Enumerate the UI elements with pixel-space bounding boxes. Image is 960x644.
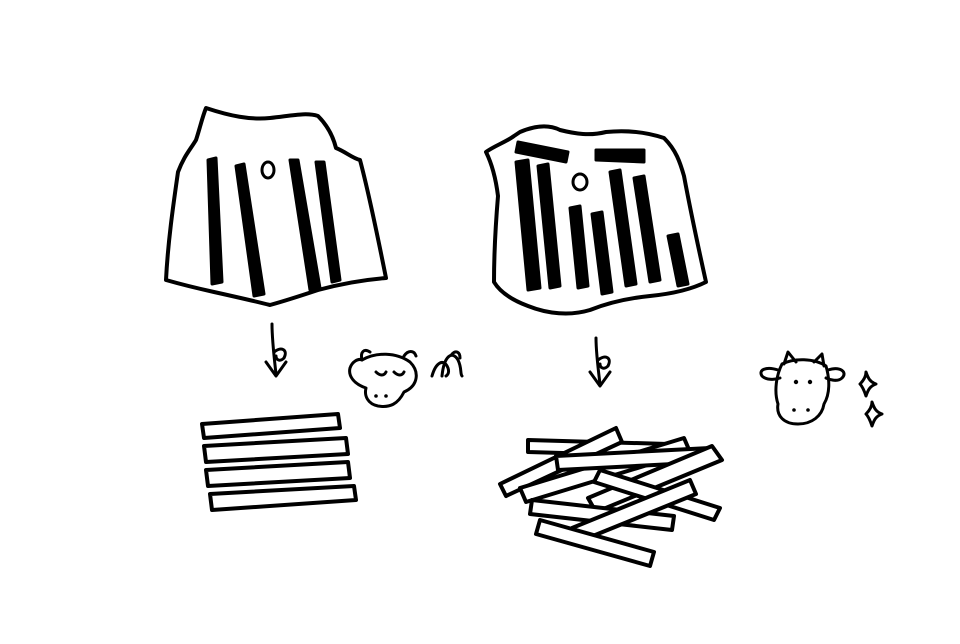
left-arrow	[264, 322, 288, 378]
right-bar-5	[608, 168, 638, 288]
right-bar-1	[514, 158, 542, 292]
cow-sleepy-ear-left	[360, 348, 372, 362]
cow-sleepy-eye-right	[392, 370, 406, 377]
right-top-bar-right	[594, 148, 646, 164]
messy-pile	[498, 426, 724, 568]
neat-stick-2	[202, 436, 350, 464]
cow-happy-ears	[759, 366, 846, 382]
left-bar-4	[314, 160, 342, 284]
left-bar-2	[234, 162, 266, 298]
left-arrow-head	[264, 360, 288, 378]
cow-happy-eye-right	[807, 379, 813, 385]
zzz-scribble-icon	[430, 350, 464, 378]
right-top-bar-left	[514, 140, 570, 164]
scribble-stroke-3	[450, 350, 462, 360]
left-bar-3	[288, 158, 322, 292]
left-ice-block-outline	[164, 106, 388, 307]
left-arrow-shaft	[270, 322, 278, 376]
cow-happy-nostril-right	[806, 408, 810, 412]
cow-sleepy-eye-left	[374, 370, 388, 377]
messy-stick-9	[534, 518, 656, 568]
cow-happy-icon	[759, 350, 846, 426]
right-bar-2	[536, 162, 562, 290]
sparkle-star-2	[864, 400, 884, 428]
cow-happy-horn-left	[782, 350, 798, 366]
right-arrow-loop	[596, 355, 611, 370]
left-bar-1	[206, 156, 224, 286]
cow-happy-head	[774, 358, 831, 426]
cow-sleepy-ear-right	[402, 350, 418, 358]
left-hole	[260, 160, 276, 180]
right-bar-4	[590, 210, 614, 296]
cow-happy-horn-right	[812, 352, 826, 368]
cow-sleepy-nostril-right	[384, 394, 388, 398]
cow-sleepy-icon	[348, 348, 418, 408]
scribble-stroke-1	[430, 360, 451, 378]
neat-stick-4	[208, 484, 358, 512]
cow-sleepy-head	[348, 352, 418, 408]
left-arrow-loop	[272, 347, 287, 362]
scribble-stroke-2	[440, 353, 464, 378]
neat-stack	[200, 412, 358, 512]
neat-stick-3	[204, 460, 352, 488]
right-arrow-head	[588, 370, 612, 388]
cow-sleepy-nostril-left	[374, 394, 378, 398]
neat-stick-1	[200, 412, 342, 440]
right-arrow	[588, 336, 612, 388]
left-ice-block	[164, 106, 388, 307]
cow-happy-nostril-left	[792, 408, 796, 412]
right-bar-3	[568, 204, 590, 290]
right-ice-block	[484, 124, 708, 316]
cow-happy-eye-left	[793, 379, 799, 385]
right-bar-6	[632, 174, 662, 284]
sparkle-star-1	[858, 370, 878, 398]
right-bar-7	[666, 232, 690, 288]
sparkle-icon	[858, 370, 884, 428]
right-hole	[571, 172, 589, 192]
